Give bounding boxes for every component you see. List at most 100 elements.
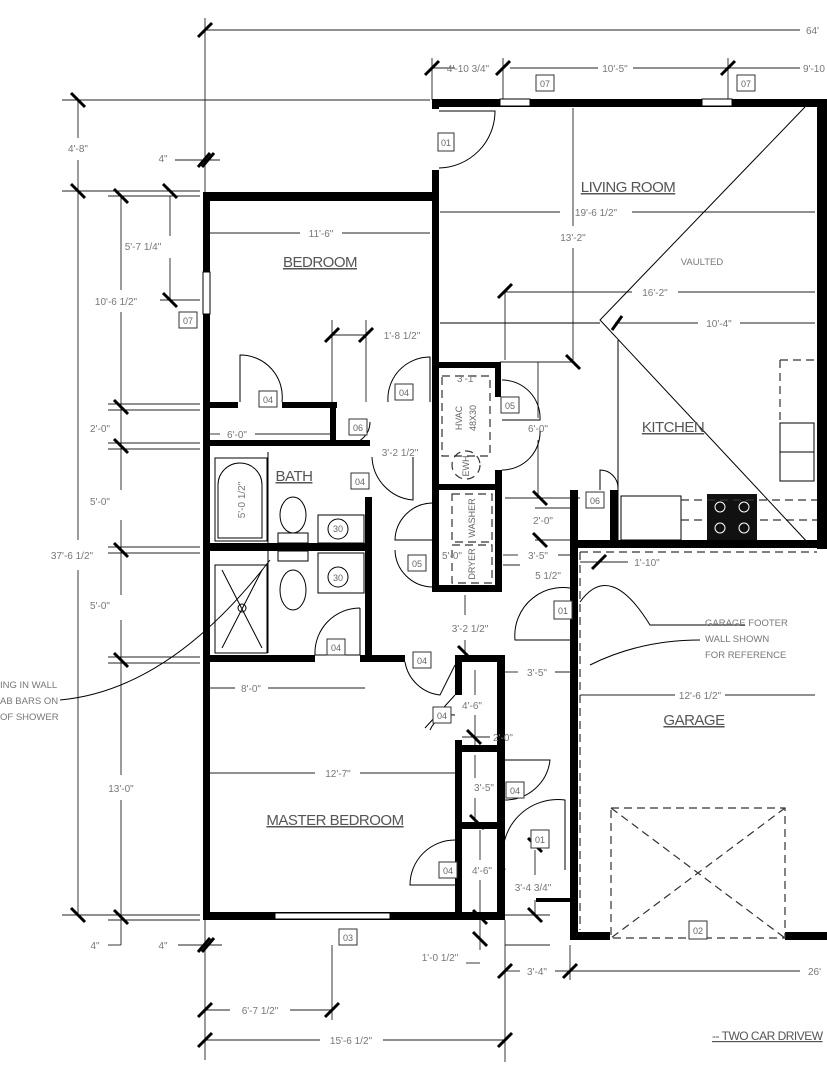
hvac-size-label: 48X30 <box>468 405 478 431</box>
tag-label: 04 <box>510 786 520 796</box>
kitchen-closet-door[interactable] <box>599 469 619 490</box>
room-label-bedroom: BEDROOM <box>283 254 357 271</box>
hvac-doors[interactable] <box>501 379 541 471</box>
shower-drain <box>237 603 247 613</box>
equipment-labels: HVAC 48X30 EWH WASHER DRYER <box>454 405 478 580</box>
dim-label: 4" <box>90 941 100 952</box>
tag: 04 <box>350 472 370 490</box>
window <box>202 271 211 315</box>
tag: 04 <box>412 651 432 669</box>
tag: 07 <box>178 311 198 329</box>
dim-label: 12'-6 1/2" <box>679 691 722 702</box>
tag: 06 <box>585 491 605 509</box>
tag: 04 <box>432 706 452 724</box>
tag-label: 06 <box>590 496 600 506</box>
dim-label: 26' <box>808 967 821 978</box>
tag-label: 04 <box>443 866 453 876</box>
shower-note: ING IN WALL <box>0 680 57 691</box>
dim-label: 8'-0" <box>241 684 261 695</box>
dim-label: 3'-5" <box>527 668 547 679</box>
water-heater <box>451 450 481 480</box>
refrigerator <box>620 495 682 541</box>
tag: 04 <box>326 638 346 656</box>
tag: 04 <box>258 390 278 408</box>
side-door[interactable] <box>502 799 566 871</box>
dim-label: 10'-6 1/2" <box>95 297 138 308</box>
dim-label: 5 1/2" <box>535 571 561 582</box>
dim-label: 15'-6 1/2" <box>330 1036 373 1047</box>
dryer <box>451 544 493 584</box>
dim-label: 6'-0" <box>227 430 247 441</box>
closet-door-3[interactable] <box>504 759 551 801</box>
room-label-kitchen: KITCHEN <box>642 419 704 436</box>
dim-label: 13'-0" <box>108 784 134 795</box>
dim-label: 6'-7 1/2" <box>242 1006 279 1017</box>
dim-label: 12'-7" <box>325 769 351 780</box>
bath2-door[interactable] <box>314 607 361 656</box>
garage-entry-door[interactable] <box>514 587 579 641</box>
door-window-tags: 01 07 07 07 04 04 06 05 04 06 01 05 04 0… <box>178 74 756 946</box>
tag: 01 <box>530 829 550 849</box>
tag-label: 04 <box>437 711 447 721</box>
garage-footer-wall <box>579 551 817 930</box>
dim-label: 6'-0" <box>528 424 548 435</box>
bathtub <box>214 457 268 542</box>
tag: 04 <box>394 383 414 401</box>
dim-label: 3'-5" <box>528 551 548 562</box>
hvac-unit <box>441 375 491 457</box>
linen-door[interactable] <box>347 421 371 445</box>
fixtures <box>59 106 817 939</box>
tag-label: 07 <box>540 79 550 89</box>
dim-label: 9'-10 <box>803 64 825 75</box>
dim-label: 3'-5" <box>474 783 494 794</box>
ewh-label: EWH <box>461 456 471 477</box>
dim-label: 2'-0" <box>533 516 553 527</box>
dimension-lines <box>62 18 815 1062</box>
dim-label: 37'-6 1/2" <box>51 551 94 562</box>
tag: 05 <box>407 554 427 572</box>
tag-label: 04 <box>263 395 273 405</box>
tag-label: 01 <box>535 835 545 845</box>
window <box>701 98 733 107</box>
tag: 03 <box>338 928 358 946</box>
tag: 01 <box>553 600 573 620</box>
dimension-labels: 64' 4'-10 3/4" 10'-5" 9'-10 4'-8" 4" 5'-… <box>51 26 825 1047</box>
dim-label: 4" <box>158 941 168 952</box>
dim-label: 2'-0" <box>90 424 110 435</box>
shower-note: OF SHOWER <box>0 712 59 723</box>
dim-label: 3'-2 1/2" <box>452 624 489 635</box>
doors <box>239 110 619 886</box>
toilet <box>279 496 307 534</box>
laundry-doors[interactable] <box>394 502 433 588</box>
tag-label: 02 <box>693 926 703 936</box>
dim-label: 19'-6 1/2" <box>575 208 618 219</box>
tag-label: 06 <box>353 423 363 433</box>
tag: 06 <box>348 418 368 436</box>
dim-label: 11'-6" <box>309 229 334 240</box>
vanity-size: 30 <box>333 524 343 534</box>
garage-footer-note: FOR REFERENCE <box>705 650 786 661</box>
dim-label: 10'-4" <box>706 319 732 330</box>
tag: 04 <box>505 781 525 799</box>
bath-door[interactable] <box>371 456 414 501</box>
dim-label: 4" <box>158 154 168 165</box>
bedroom-door[interactable] <box>387 356 431 403</box>
dim-label: 64' <box>806 26 819 37</box>
dim-label: 3'-1" <box>457 374 477 385</box>
closet-door[interactable] <box>239 354 283 403</box>
windows <box>202 98 733 920</box>
tag-label: 04 <box>355 477 365 487</box>
dim-label: 1'-10" <box>634 558 660 569</box>
dim-label: 5'-0" <box>90 497 110 508</box>
master-closet-door-2[interactable] <box>409 839 456 886</box>
entry-door[interactable] <box>438 110 496 169</box>
dim-label: 4'-6" <box>462 701 482 712</box>
vaulted-ceiling-line <box>599 106 811 546</box>
tag-label: 07 <box>183 316 193 326</box>
tag-label: 04 <box>417 656 427 666</box>
shower <box>214 564 268 654</box>
master-closet-door[interactable] <box>404 661 456 696</box>
dim-label: 2'-0" <box>493 733 513 744</box>
window <box>274 912 391 920</box>
